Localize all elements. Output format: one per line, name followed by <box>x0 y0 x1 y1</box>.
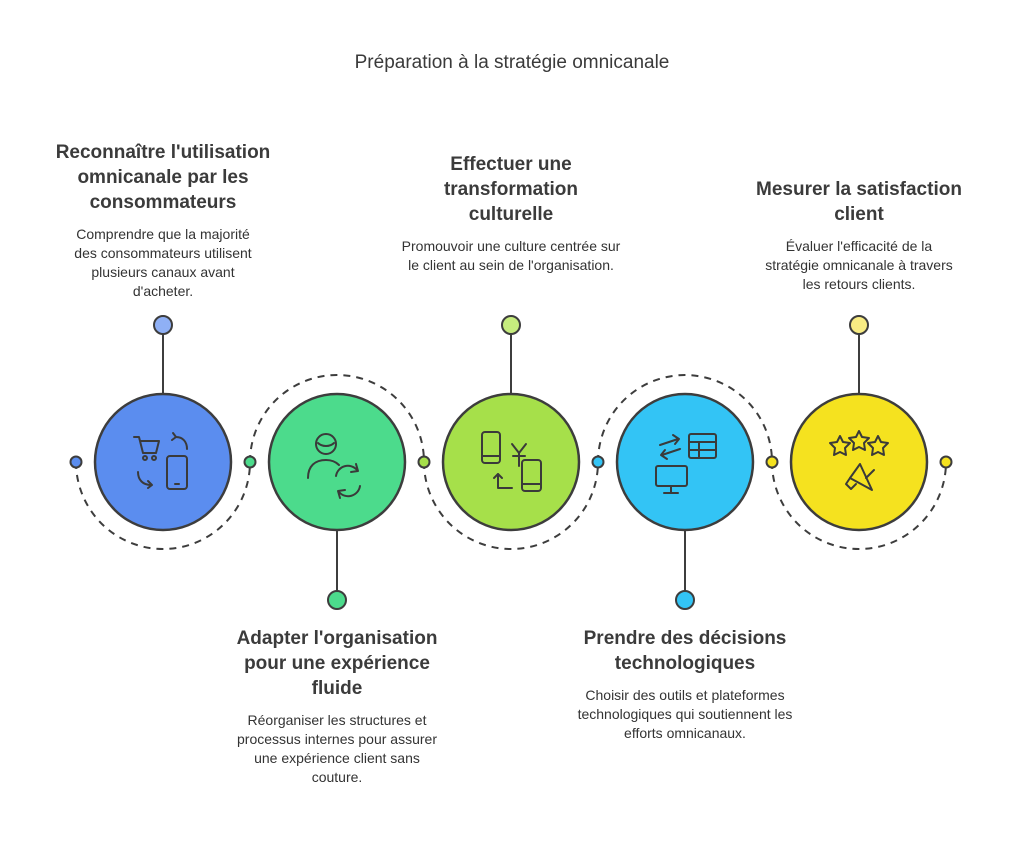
step-circle-2 <box>267 392 407 532</box>
junction-dot-5 <box>939 455 953 469</box>
step-3-heading: Effectuer une transformation culturelle <box>443 154 579 225</box>
dashed-arcs <box>75 374 947 550</box>
step-1-heading: Reconnaître l'utilisation omnicanale par… <box>55 142 271 213</box>
step-1-block: Reconnaître l'utilisation omnicanale par… <box>46 140 280 301</box>
yen-icon <box>511 443 527 467</box>
step-5-description: Évaluer l'efficacité de la stratégie omn… <box>765 238 953 292</box>
arc-2 <box>249 374 425 463</box>
transfer-arrows-icon <box>659 434 681 460</box>
step-3-description: Promouvoir une culture centrée sur le cl… <box>401 238 621 273</box>
step-circle-1 <box>93 392 233 532</box>
step-4-block: Prendre des décisions technologiques Cho… <box>571 626 799 743</box>
refresh-arrows-icon <box>137 432 188 489</box>
junction-dot-0 <box>69 455 83 469</box>
user-icon <box>307 433 340 479</box>
stem-dot-4 <box>675 590 695 610</box>
step-5-heading: Mesurer la satisfaction client <box>756 179 962 225</box>
megaphone-icon <box>845 463 875 491</box>
step-2-heading: Adapter l'organisation pour une expérien… <box>236 628 438 699</box>
arc-1 <box>75 461 251 550</box>
step-circles <box>93 392 929 532</box>
arc-3 <box>423 461 599 550</box>
return-arrow-icon <box>493 473 513 489</box>
junction-dots <box>69 455 953 469</box>
stems <box>162 333 860 592</box>
step-3-block: Effectuer une transformation culturelle … <box>398 152 624 275</box>
smartphone-icon <box>166 455 188 490</box>
step-circle-5 <box>789 392 929 532</box>
stem-dot-2 <box>327 590 347 610</box>
shopping-cart-icon <box>133 436 160 461</box>
step-4-description: Choisir des outils et plateformes techno… <box>577 687 793 741</box>
sync-icon <box>335 463 361 499</box>
monitor-icon <box>655 465 688 494</box>
step-5-block: Mesurer la satisfaction client Évaluer l… <box>746 177 972 294</box>
step-4-heading: Prendre des décisions technologiques <box>583 628 787 674</box>
junction-dot-4 <box>765 455 779 469</box>
stem-dot-5 <box>849 315 869 335</box>
junction-dot-3 <box>591 455 605 469</box>
step-2-description: Réorganiser les structures et processus … <box>237 712 437 785</box>
smartphone-icon-left <box>481 431 501 464</box>
step-1-description: Comprendre que la majorité des consommat… <box>74 226 252 299</box>
arc-5 <box>771 461 947 550</box>
junction-dot-2 <box>417 455 431 469</box>
stem-dot-3 <box>501 315 521 335</box>
stem-end-dots <box>153 315 869 610</box>
stem-dot-1 <box>153 315 173 335</box>
step-circle-4 <box>615 392 755 532</box>
smartphone-icon-right <box>521 459 542 492</box>
arc-4 <box>597 374 773 463</box>
junction-dot-1 <box>243 455 257 469</box>
table-icon <box>688 433 717 459</box>
stars-icon <box>829 430 889 456</box>
step-2-block: Adapter l'organisation pour une expérien… <box>226 626 448 787</box>
step-circle-3 <box>441 392 581 532</box>
diagram-title: Préparation à la stratégie omnicanale <box>354 52 670 73</box>
